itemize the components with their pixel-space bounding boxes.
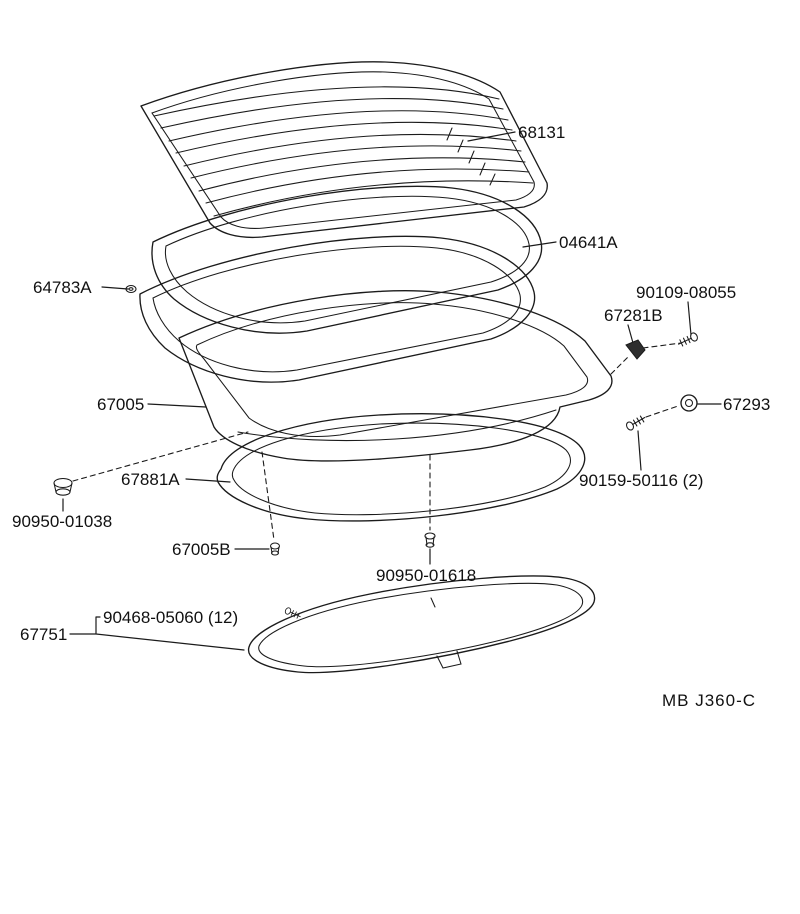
leader-lines [62,131,722,651]
part-label-lower-garnish: 67751 [20,625,68,644]
garnish-notch [436,650,462,669]
part-label-hinge-cover: 67281B [604,306,663,325]
clip-64783a-icon [125,284,137,294]
part-label-moulding-joint: 64783A [33,278,92,297]
screw-90159-icon [625,415,646,431]
lower-garnish-drawing [247,575,596,674]
door-weatherstrip-drawing [216,413,586,522]
part-label-grommet-right: 67293 [723,395,771,414]
grommet-67293-icon [680,394,698,412]
screw-90109-icon [678,332,698,347]
part-label-plug-lower-left: 90950-01038 [12,512,113,531]
part-label-back-door-panel: 67005 [97,395,145,414]
clip-67281b-icon [625,339,646,360]
part-label-glass-weatherstrip: 04641A [559,233,618,252]
part-label-garnish-screw: 90468-05060 (12) [103,608,239,627]
part-label-door-weatherstrip: 67881A [121,470,180,489]
part-label-plug-center: 90950-01618 [376,566,477,585]
part-label-back-glass: 68131 [518,123,566,142]
defogger-lines [153,86,534,217]
glass-weatherstrip-drawing [151,185,543,334]
antenna-ticks [446,127,496,186]
assembly-dashed-lines [72,342,682,541]
figure-code: MB J360-C [662,691,757,710]
back-door-panel-drawing [178,290,613,462]
plug-67005b-icon [269,542,281,556]
garnish-tab [430,597,436,608]
part-label-screw-right: 90159-50116 (2) [579,471,704,490]
part-label-screw-upper-right: 90109-08055 [636,283,737,302]
plug-90950-01618-icon [424,532,436,548]
back-glass-drawing [140,61,548,239]
screw-90468-icon [284,607,301,619]
part-label-panel-plug: 67005B [172,540,231,559]
plug-90950-01038-icon [53,477,73,496]
opening-frame-drawing [139,235,536,383]
